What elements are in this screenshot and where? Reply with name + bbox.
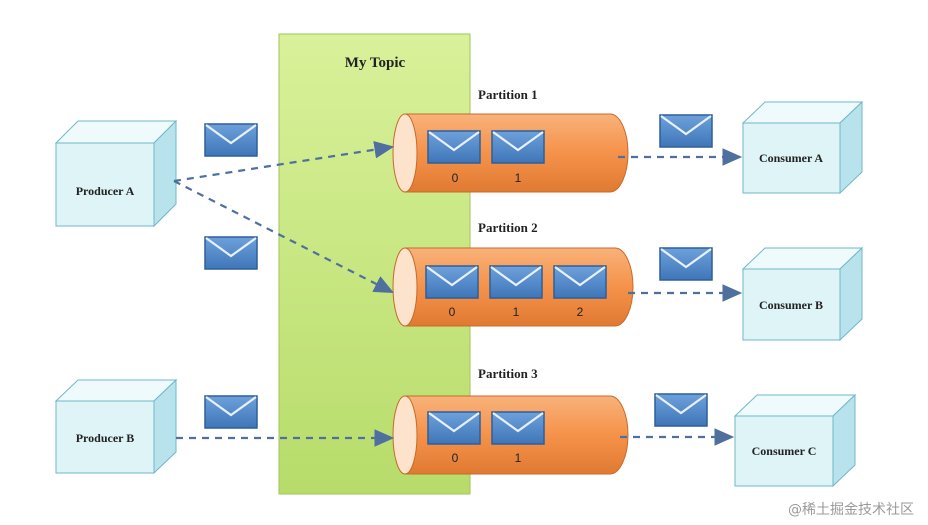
offset-label: 1: [515, 451, 522, 465]
offset-label: 1: [513, 305, 520, 319]
partition-1-label: Partition 1: [478, 87, 538, 102]
offset-label: 0: [452, 451, 459, 465]
envelope-icon: [654, 393, 708, 427]
partition-1-cap: [392, 113, 418, 193]
envelope-icon: [204, 395, 258, 429]
consumer-c-label: Consumer C: [752, 444, 817, 458]
arrow-producer-a-to-partition-2: [173, 180, 394, 293]
partition-3-cap: [392, 395, 418, 475]
flow-arrows: [173, 141, 743, 447]
offset-label: 0: [452, 171, 459, 185]
producer-b-label: Producer B: [76, 431, 135, 445]
envelope-icon: [204, 123, 258, 157]
consumer-b-label: Consumer B: [759, 298, 823, 312]
partition-2-cap: [392, 247, 418, 327]
envelope-icon: [553, 265, 607, 299]
partition-2: Partition 2 0 1 2: [392, 220, 634, 327]
offset-label: 0: [449, 305, 456, 319]
producer-a-label: Producer A: [76, 184, 135, 198]
partition-1: Partition 1 0 1: [392, 87, 629, 193]
topic-title: My Topic: [345, 55, 406, 71]
consumer-a-box: Consumer A: [741, 100, 864, 195]
consumer-c-box: Consumer C: [733, 393, 857, 488]
envelope-icon: [491, 411, 545, 445]
envelope-icon: [659, 114, 713, 148]
offset-label: 2: [577, 305, 584, 319]
watermark: @稀土掘金技术社区: [788, 502, 914, 518]
offset-label: 1: [515, 171, 522, 185]
producer-a-box: Producer A: [54, 119, 178, 228]
envelope-icon: [659, 247, 713, 281]
producer-b-box: Producer B: [54, 378, 178, 475]
envelope-icon: [427, 130, 481, 164]
consumer-a-label: Consumer A: [759, 151, 823, 165]
arrow-producer-a-to-partition-1: [173, 141, 395, 183]
envelope-icon: [427, 411, 481, 445]
partition-3-label: Partition 3: [478, 366, 538, 381]
envelope-icon: [204, 236, 258, 270]
partition-3: Partition 3 0 1: [392, 366, 629, 475]
consumer-b-box: Consumer B: [741, 246, 864, 342]
envelope-icon: [425, 265, 479, 299]
partition-2-label: Partition 2: [478, 220, 538, 235]
envelope-icon: [491, 130, 545, 164]
envelope-icon: [489, 265, 543, 299]
